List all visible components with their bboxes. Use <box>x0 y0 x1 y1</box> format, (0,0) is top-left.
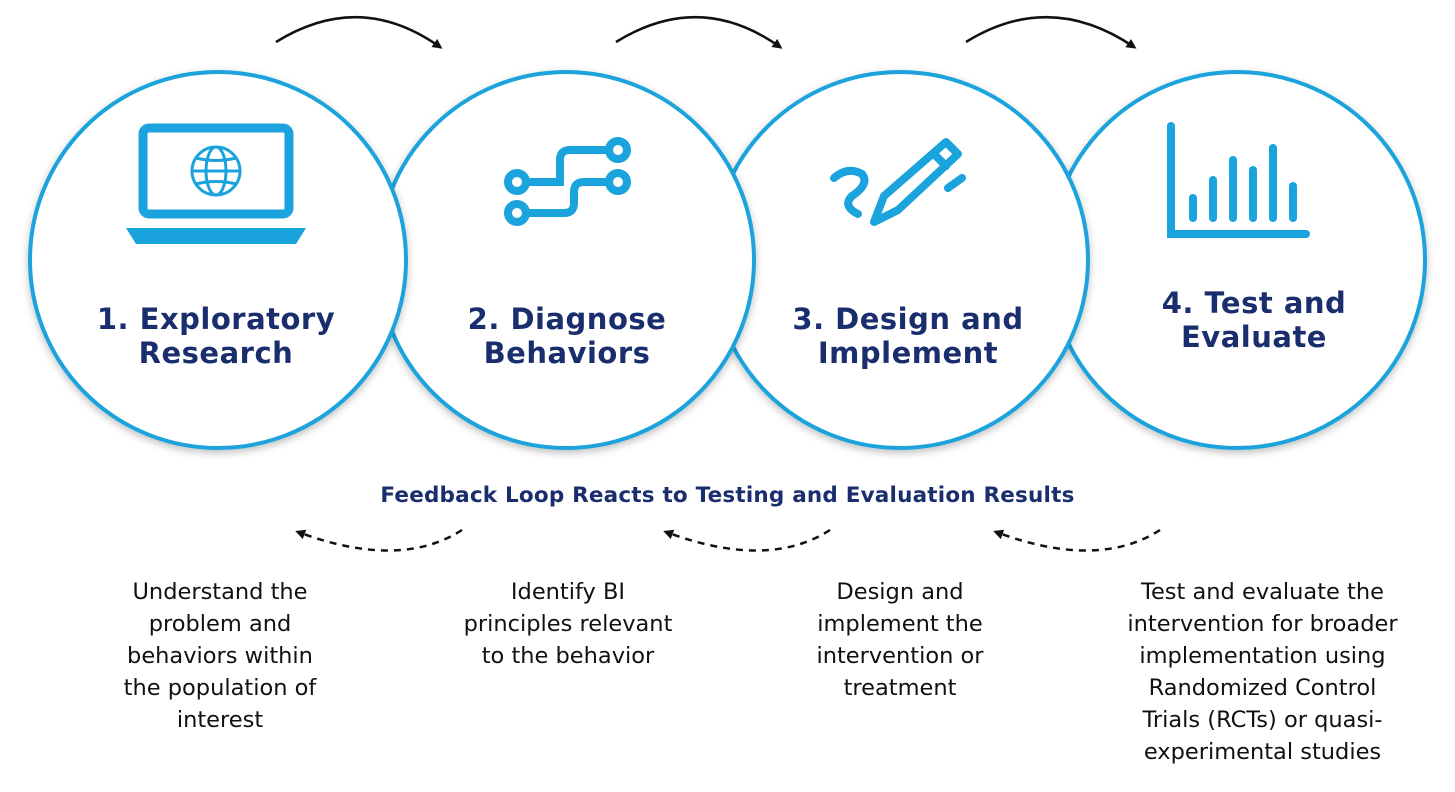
bar-chart-icon <box>1167 122 1310 238</box>
feedback-arrow-2-1 <box>295 528 463 552</box>
flow-arrow-1-2 <box>275 16 443 49</box>
feedback-arrow-3-2 <box>663 528 831 552</box>
feedback-arrow-4-3 <box>993 528 1161 552</box>
step-4-description: Test and evaluate the intervention for b… <box>1127 579 1398 765</box>
step-circle-1 <box>28 70 408 450</box>
step-circle-3 <box>710 70 1090 450</box>
step-3-description: Design and implement the intervention or… <box>816 579 984 701</box>
step-2-title: 2. Diagnose Behaviors <box>467 302 667 370</box>
laptop-globe-icon <box>126 123 306 244</box>
step-2-description: Identify BI principles relevant to the b… <box>463 579 673 669</box>
circuit-nodes-icon <box>504 137 631 226</box>
step-circle-2 <box>376 70 756 450</box>
pen-scribble-icon <box>830 138 966 226</box>
step-3-title: 3. Design and Implement <box>792 302 1024 370</box>
flow-arrow-3-4 <box>965 16 1137 49</box>
feedback-loop-label: Feedback Loop Reacts to Testing and Eval… <box>380 483 1075 508</box>
step-1-description: Understand the problem and behaviors wit… <box>123 579 317 733</box>
step-1-title: 1. Exploratory Research <box>96 302 336 370</box>
flow-arrow-2-3 <box>615 16 783 49</box>
step-circle-4 <box>1047 70 1427 450</box>
step-4-title: 4. Test and Evaluate <box>1161 286 1347 354</box>
